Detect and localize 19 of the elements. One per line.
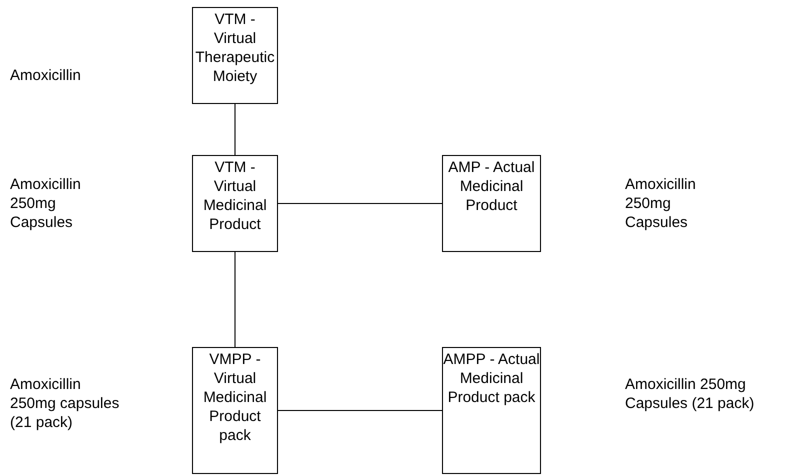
concept-box	[442, 155, 541, 252]
example-label: Amoxicillin 250mg Capsules (21 pack)	[625, 375, 756, 413]
connector-line	[278, 203, 442, 204]
example-label: Amoxicillin 250mg Capsules	[625, 175, 697, 232]
box-text: AMP - Actual Medicinal Product	[447, 158, 536, 215]
example-label: Amoxicillin 250mg capsules (21 pack)	[10, 375, 120, 432]
connector-line	[278, 410, 442, 411]
concept-box	[192, 7, 278, 104]
example-label: Amoxicillin 250mg Capsules	[10, 175, 82, 232]
box-text: AMPP - Actual Medicinal Product pack	[443, 350, 540, 407]
box-text: VTM - Virtual Therapeutic Moiety	[194, 10, 276, 86]
connector-line	[234, 104, 236, 156]
concept-box	[442, 347, 541, 474]
example-label: Amoxicillin	[10, 66, 82, 85]
box-text: VMPP - Virtual Medicinal Product pack	[202, 350, 268, 445]
concept-box	[192, 155, 278, 252]
concept-box	[192, 347, 278, 474]
box-text: VTM - Virtual Medicinal Product	[202, 158, 268, 234]
connector-line	[234, 252, 236, 348]
